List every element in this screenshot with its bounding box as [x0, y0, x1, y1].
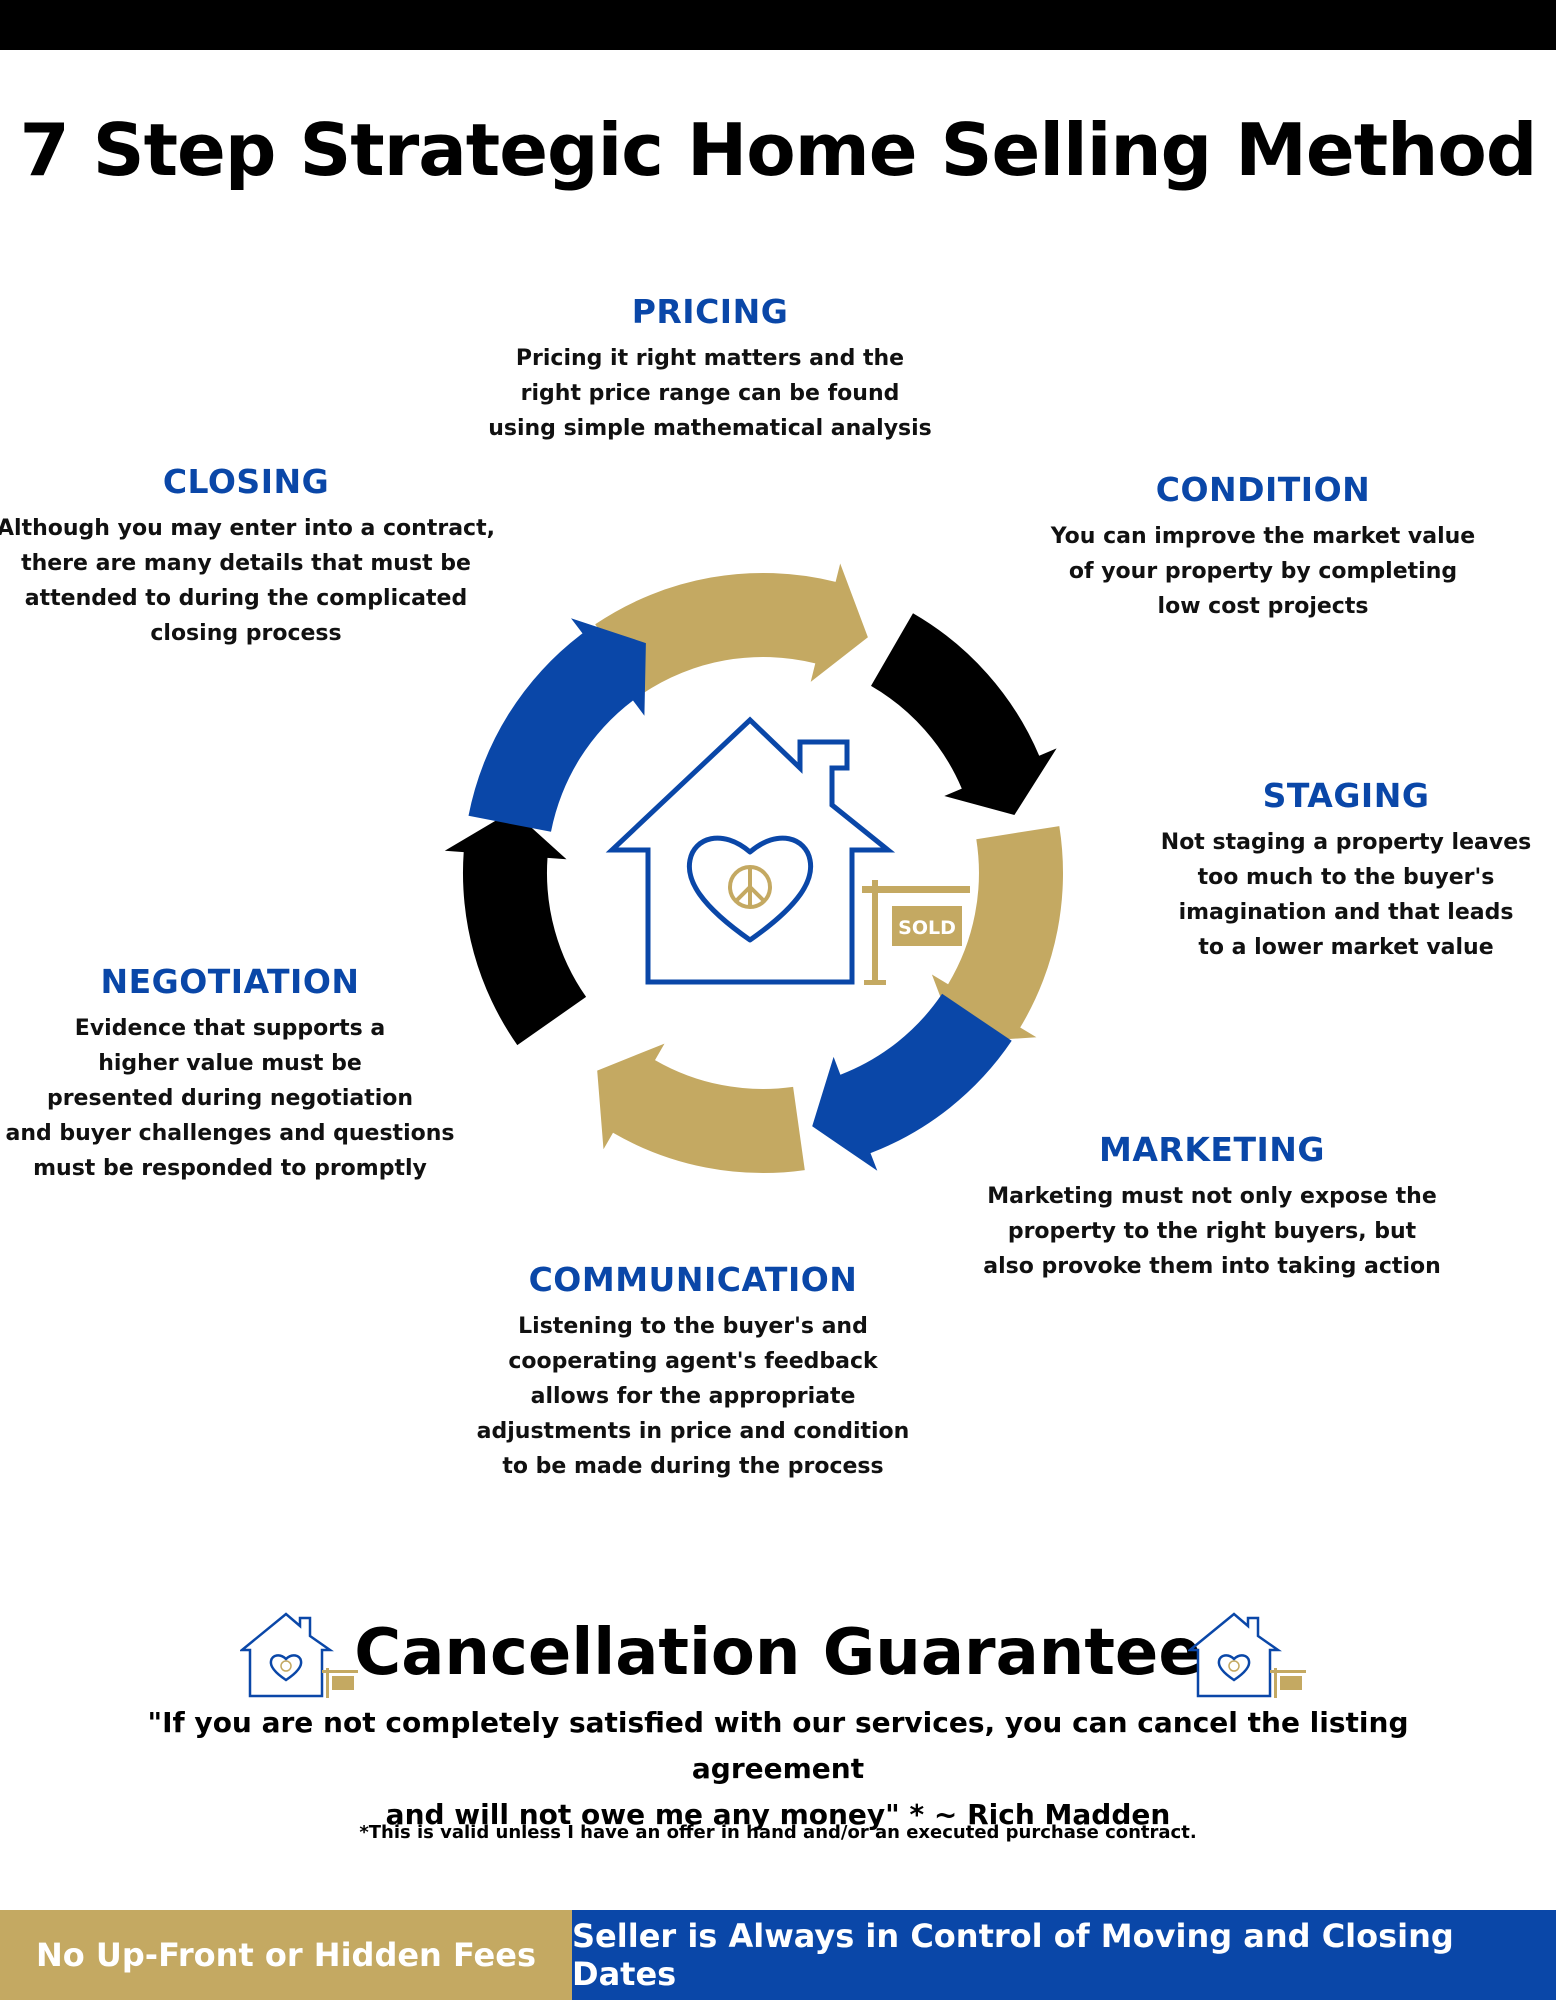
page-title: 7 Step Strategic Home Selling Method — [19, 108, 1538, 192]
step-communication-text: Listening to the buyer's and cooperating… — [476, 1314, 910, 1479]
sold-sign-text: SOLD — [898, 917, 956, 939]
arrow-staging — [931, 826, 1063, 1043]
step-condition: CONDITION You can improve the market val… — [1013, 470, 1513, 624]
step-closing: CLOSING Although you may enter into a co… — [0, 462, 496, 651]
step-cycle-diagram: SOLD — [444, 563, 1063, 1174]
step-staging: STAGING Not staging a property leaves to… — [1096, 776, 1556, 965]
step-negotiation-text: Evidence that supports a higher value mu… — [5, 1016, 455, 1181]
footer-right-text: Seller is Always in Control of Moving an… — [572, 1917, 1454, 1993]
small-house-icon-right — [1188, 1612, 1306, 1698]
guarantee-quote: "If you are not completely satisfied wit… — [147, 1706, 1409, 1831]
step-marketing-title: MARKETING — [1099, 1130, 1325, 1169]
step-closing-title: CLOSING — [162, 462, 330, 501]
step-marketing-text: Marketing must not only expose the prope… — [983, 1184, 1441, 1279]
arrow-negotiation — [444, 810, 587, 1046]
step-communication-title: COMMUNICATION — [528, 1260, 858, 1299]
footer-left-text: No Up-Front or Hidden Fees — [36, 1936, 536, 1974]
top-bar — [0, 0, 1556, 50]
arrow-closing — [468, 618, 646, 832]
step-communication: COMMUNICATION Listening to the buyer's a… — [443, 1260, 943, 1484]
step-staging-title: STAGING — [1262, 776, 1430, 815]
step-marketing: MARKETING Marketing must not only expose… — [962, 1130, 1462, 1284]
step-staging-text: Not staging a property leaves too much t… — [1160, 830, 1532, 960]
heart-icon — [686, 835, 814, 943]
small-house-icon-left — [240, 1612, 358, 1698]
center-house-icon: SOLD — [605, 716, 970, 985]
step-pricing-text: Pricing it right matters and the right p… — [488, 346, 932, 441]
guarantee-title: Cancellation Guarantee — [354, 1616, 1202, 1690]
step-negotiation: NEGOTIATION Evidence that supports a hig… — [0, 962, 480, 1186]
step-condition-text: You can improve the market value of your… — [1050, 524, 1476, 619]
guarantee-footnote: *This is valid unless I have an offer in… — [359, 1822, 1197, 1843]
step-pricing: PRICING Pricing it right matters and the… — [460, 292, 960, 446]
arrow-pricing — [595, 563, 868, 694]
step-condition-title: CONDITION — [1155, 470, 1371, 509]
footer-right-band: Seller is Always in Control of Moving an… — [572, 1910, 1556, 2000]
step-closing-text: Although you may enter into a contract, … — [0, 516, 495, 646]
sold-sign-icon: SOLD — [862, 880, 970, 985]
step-negotiation-title: NEGOTIATION — [100, 962, 360, 1001]
arrow-condition — [871, 613, 1057, 815]
peace-sign-icon — [728, 865, 772, 909]
house-outline — [605, 716, 896, 985]
step-pricing-title: PRICING — [631, 292, 789, 331]
arrow-communication — [597, 1043, 805, 1174]
arrow-marketing — [812, 993, 1012, 1171]
footer-left-band: No Up-Front or Hidden Fees — [0, 1910, 572, 2000]
